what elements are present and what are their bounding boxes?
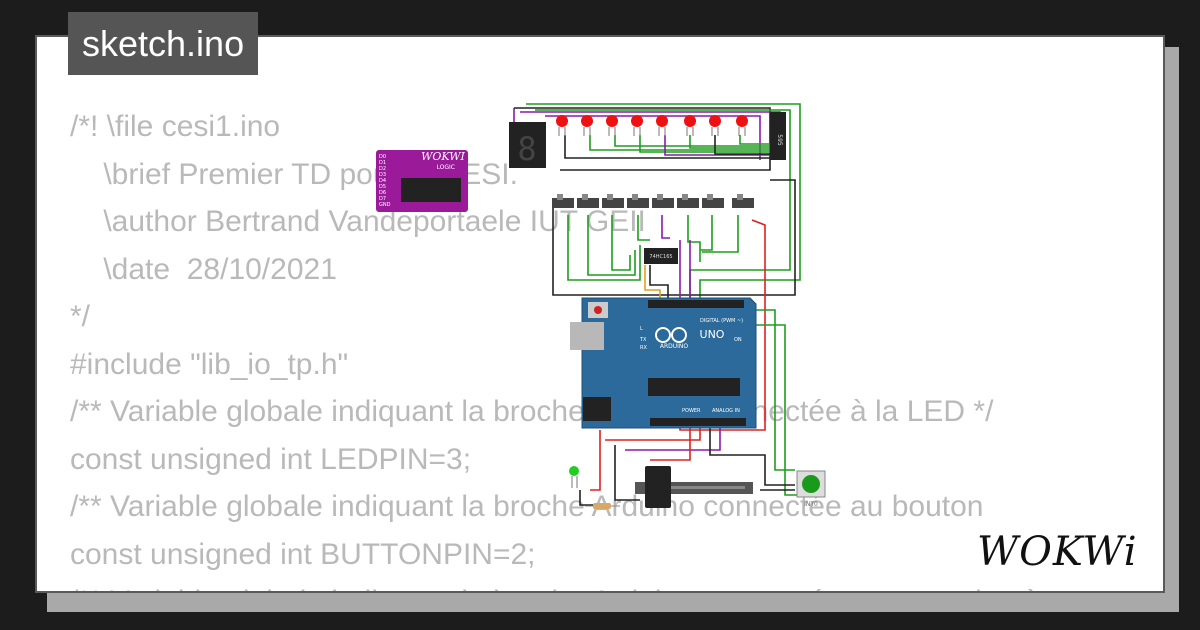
output-chip: 595 [770, 112, 786, 160]
analyzer-pin-label: GND [379, 202, 391, 208]
analyzer-pin-label: D1 [379, 160, 386, 166]
analyzer-pin-label: D3 [379, 172, 386, 178]
power-header-label: POWER [682, 408, 701, 414]
resistor [585, 503, 620, 509]
seven-segment-display: 8 [509, 122, 546, 168]
led [581, 115, 593, 127]
shift-register-label: 74HC165 [649, 254, 672, 260]
led [556, 115, 568, 127]
code-block: /*! \file cesi1.ino \brief Premier TD po… [70, 103, 1075, 591]
code-line: /** Variable globale indiquant la broche… [70, 395, 994, 428]
button-label: INT0 [804, 501, 818, 508]
led [684, 115, 696, 127]
slide-potentiometer [635, 466, 753, 508]
wires [513, 103, 810, 506]
code-line: \author Bertrand Vandeportaele IUT GEII [70, 205, 646, 238]
led [736, 115, 748, 127]
code-line: /** Variable globale indiquant la broche… [70, 578, 1075, 591]
rx-led-label: RX [640, 345, 647, 351]
analyzer-pin-label: D6 [379, 190, 386, 196]
code-line: /*! \file cesi1.ino [70, 110, 281, 143]
output-chip-label: 595 [776, 134, 783, 146]
analyzer-pin-label: D5 [379, 184, 386, 190]
on-led-label: ON [734, 337, 742, 343]
svg-text:8: 8 [517, 130, 536, 168]
green-led [569, 466, 579, 488]
sketch-filename-tab[interactable]: sketch.ino [68, 12, 259, 75]
digital-header-label: DIGITAL (PWM ~) [700, 318, 743, 324]
led-row [556, 115, 748, 136]
code-line: const unsigned int LEDPIN=3; [70, 442, 472, 476]
wokwi-logo-text: WOKWi [977, 529, 1138, 575]
analyzer-pin-label: D7 [379, 196, 386, 202]
arduino-uno-board: UNO ARDUINO DIGITAL (PWM ~) POWER ANALOG… [570, 297, 757, 429]
analog-header-label: ANALOG IN [712, 408, 740, 414]
tx-led-label: TX [639, 337, 647, 343]
analyzer-pin-label: D4 [379, 178, 386, 184]
wokwi-logo: WOKWi [977, 529, 1138, 575]
l-led-label: L [640, 326, 643, 332]
logic-analyzer-label: LOGIC [437, 164, 455, 171]
logic-analyzer-brand: WOKWI [421, 150, 465, 163]
code-line: /** Variable globale indiquant la broche… [70, 490, 984, 523]
analyzer-pin-label: D0 [379, 154, 386, 160]
code-line: const unsigned int BUTTONPIN=2; [70, 537, 536, 571]
slide-switch-row [552, 194, 754, 208]
push-button: INT0 [796, 470, 826, 508]
arduino-brand-label: ARDUINO [660, 343, 689, 350]
led [606, 115, 618, 127]
logic-analyzer: WOKWI LOGIC D0 D1 D2 D3 D4 D5 D6 D7 GND [376, 150, 468, 212]
code-line: */ [70, 300, 91, 333]
analyzer-pin-label: D2 [379, 166, 386, 172]
code-line: #include "lib_io_tp.h" [70, 347, 349, 381]
arduino-model-label: UNO [700, 328, 725, 341]
code-line: \date 28/10/2021 [70, 252, 337, 286]
led [656, 115, 668, 127]
shift-register-chip: 74HC165 [644, 248, 678, 264]
led [631, 115, 643, 127]
led [709, 115, 721, 127]
